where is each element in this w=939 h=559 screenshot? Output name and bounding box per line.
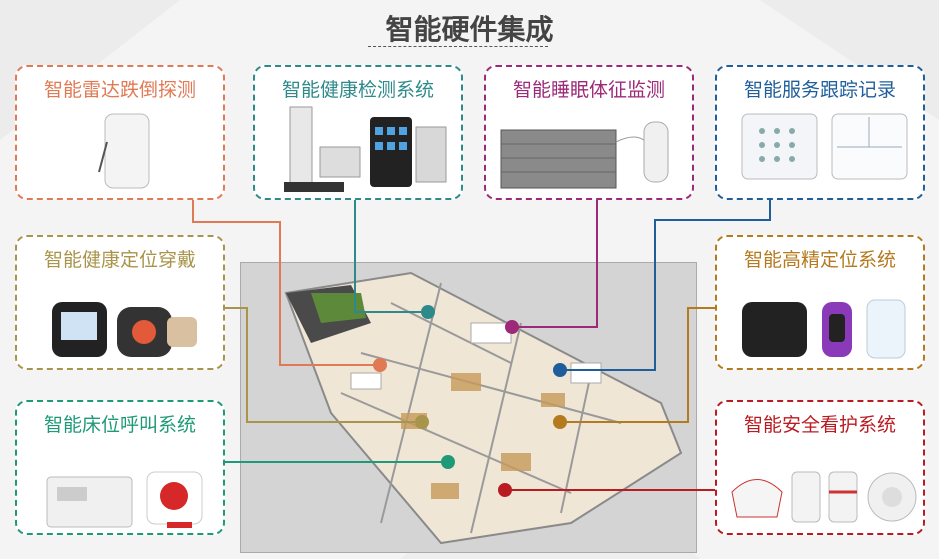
hotspot-hd-position [553,415,567,429]
health-station-icon [284,106,447,192]
connector-hd-position [560,307,715,423]
title-underline [368,46,548,47]
connector-radar [192,200,380,366]
hotspots [373,305,567,497]
radar-device-icon [98,113,150,189]
hotspot-radar [373,358,387,372]
connector-wearable [225,307,422,423]
module-safety: 智能安全看护系统 [715,400,925,535]
module-hd-position-label: 智能高精定位系统 [743,249,896,271]
module-sleep-label: 智能睡眠体征监测 [512,79,665,101]
connector-health-check [354,200,428,313]
hotspot-bed-call [441,455,455,469]
module-hd-position: 智能高精定位系统 [715,235,925,370]
module-sleep: 智能睡眠体征监测 [484,65,694,200]
module-service-label: 智能服务跟踪记录 [743,79,896,101]
module-bed-call: 智能床位呼叫系统 [15,400,225,535]
module-service: 智能服务跟踪记录 [715,65,925,200]
module-health-check-label: 智能健康检测系统 [281,79,434,101]
wearable-watch-icon [52,302,197,357]
safety-sensors-icon [731,471,917,523]
module-radar-label: 智能雷达跌倒探测 [43,79,196,101]
module-wearable-label: 智能健康定位穿戴 [43,249,196,271]
sleep-pad-icon [500,121,669,189]
connector-sleep [512,200,598,328]
keypad-device-icon [741,113,908,180]
module-health-check: 智能健康检测系统 [253,65,463,200]
positioning-device-icon [742,299,906,359]
module-radar: 智能雷达跌倒探测 [15,65,225,200]
module-bed-call-label: 智能床位呼叫系统 [43,414,196,436]
hotspot-health-check [421,305,435,319]
hotspot-sleep [505,320,519,334]
hotspot-safety [498,483,512,497]
call-button-icon [46,471,203,528]
module-wearable: 智能健康定位穿戴 [15,235,225,370]
hotspot-service [553,363,567,377]
module-safety-label: 智能安全看护系统 [743,414,896,436]
page-title: 智能硬件集成 [385,13,554,46]
hotspot-wearable [415,415,429,429]
connector-service [560,200,771,371]
